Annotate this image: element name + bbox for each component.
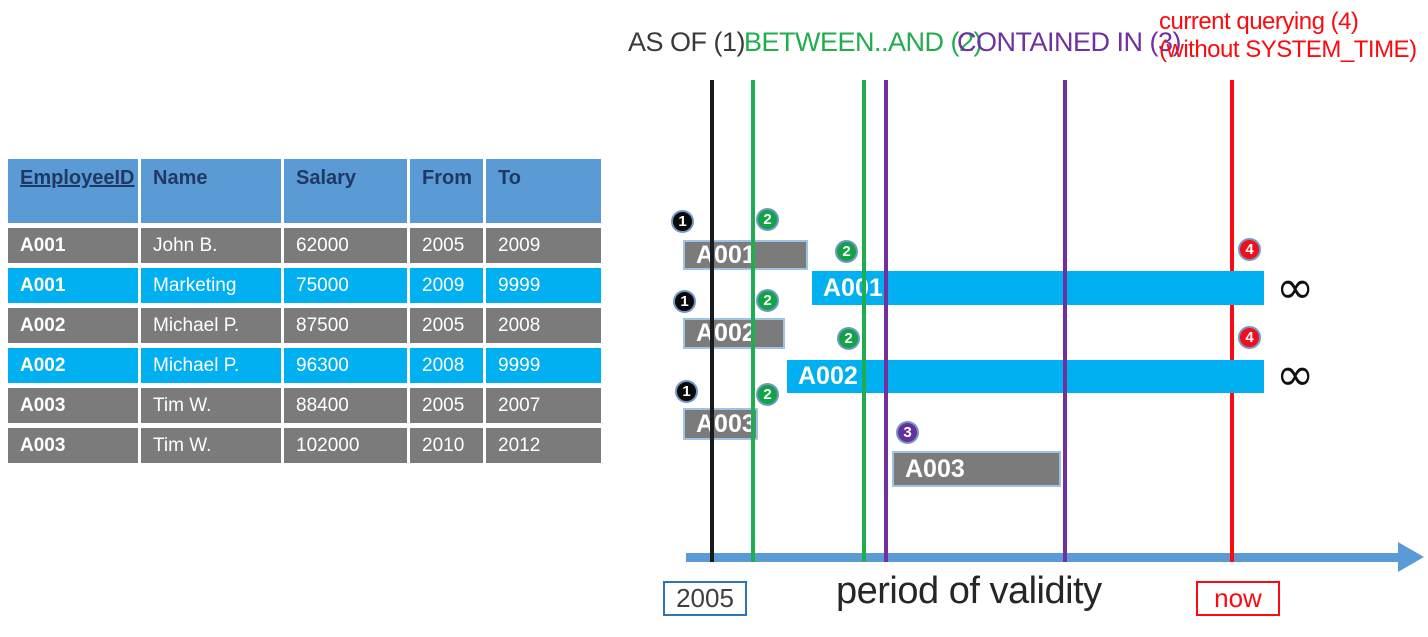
legend-current-querying-line1: current querying (4) — [1159, 8, 1359, 35]
badge-4-icon: 4 — [1238, 238, 1261, 261]
table-cell: 88400 — [284, 388, 407, 423]
badge-3-icon: 3 — [896, 421, 919, 444]
timeline-axis — [686, 553, 1400, 562]
contained-end-line — [1063, 80, 1067, 562]
legend-current-querying-line2: (without SYSTEM_TIME) — [1159, 36, 1417, 63]
bar-label: A002 — [798, 362, 858, 390]
axis-title: period of validity — [836, 570, 1102, 612]
table-cell: 2012 — [486, 428, 601, 463]
table-cell: 9999 — [486, 268, 601, 303]
table-cell: Michael P. — [141, 348, 281, 383]
table-cell: Tim W. — [141, 388, 281, 423]
validity-bar-a001-current: A001 — [812, 271, 1264, 305]
badge-2-icon: 2 — [835, 240, 858, 263]
bar-label: A001 — [823, 273, 883, 302]
table-cell: Michael P. — [141, 308, 281, 343]
table-cell: A003 — [8, 388, 138, 423]
badge-2-icon: 2 — [756, 208, 779, 231]
now-line — [1230, 80, 1234, 562]
column-header-to: To — [486, 159, 601, 223]
validity-bar-a001-old: A001 — [683, 240, 808, 270]
table-cell: 2010 — [410, 428, 483, 463]
table-cell: 2008 — [486, 308, 601, 343]
badge-2-icon: 2 — [756, 383, 779, 406]
bar-label: A003 — [696, 409, 756, 438]
column-header-salary: Salary — [284, 159, 407, 223]
table-cell: A002 — [8, 348, 138, 383]
between-end-line — [862, 80, 866, 562]
badge-2-icon: 2 — [756, 289, 779, 312]
table-cell: A002 — [8, 308, 138, 343]
table-cell: Marketing — [141, 268, 281, 303]
validity-bar-a002-current: A002 — [787, 360, 1264, 393]
table-cell: 2005 — [410, 228, 483, 263]
table-cell: 102000 — [284, 428, 407, 463]
table-cell: 2008 — [410, 348, 483, 383]
infinity-icon: ∞ — [1276, 260, 1315, 314]
table-cell: 2005 — [410, 308, 483, 343]
timeline-now-box: now — [1196, 581, 1280, 616]
legend-current-querying: current querying (4) (without SYSTEM_TIM… — [1159, 8, 1417, 64]
badge-2-icon: 2 — [837, 327, 860, 350]
table-cell: 2007 — [486, 388, 601, 423]
bar-label: A001 — [696, 240, 756, 269]
table-cell: 9999 — [486, 348, 601, 383]
table-cell: A003 — [8, 428, 138, 463]
table-cell: John B. — [141, 228, 281, 263]
table-cell: Tim W. — [141, 428, 281, 463]
timeline-start-label: 2005 — [676, 583, 734, 613]
table-cell: 96300 — [284, 348, 407, 383]
table-cell: 2009 — [410, 268, 483, 303]
timeline-now-label: now — [1214, 583, 1262, 613]
legend-contained-in: CONTAINED IN (3) — [957, 27, 1182, 57]
table-cell: 62000 — [284, 228, 407, 263]
table-cell: A001 — [8, 228, 138, 263]
column-header-employeeid: EmployeeID — [8, 159, 138, 223]
table-header-row: EmployeeID Name Salary From To — [8, 159, 601, 223]
column-header-name: Name — [141, 159, 281, 223]
table-cell: 2009 — [486, 228, 601, 263]
contained-start-line — [884, 80, 888, 562]
badge-1-icon: 1 — [673, 290, 696, 313]
legend-between-and: BETWEEN..AND (2) — [744, 27, 983, 57]
column-header-from: From — [410, 159, 483, 223]
as-of-line — [710, 80, 714, 562]
table-cell: 75000 — [284, 268, 407, 303]
validity-bar-a002-old: A002 — [683, 318, 785, 349]
between-start-line — [751, 80, 755, 562]
timeline-start-box: 2005 — [663, 581, 747, 616]
infinity-icon: ∞ — [1276, 347, 1315, 401]
table-cell: A001 — [8, 268, 138, 303]
table-cell: 2005 — [410, 388, 483, 423]
badge-1-icon: 1 — [671, 210, 694, 233]
bar-label: A003 — [905, 454, 965, 483]
bar-label: A002 — [696, 319, 756, 347]
legend-as-of: AS OF (1) — [628, 27, 746, 57]
validity-bar-a003-old: A003 — [683, 408, 758, 440]
badge-4-icon: 4 — [1238, 326, 1261, 349]
timeline-arrowhead-icon — [1398, 542, 1424, 572]
table-cell: 87500 — [284, 308, 407, 343]
validity-bar-a003-later: A003 — [892, 451, 1061, 487]
badge-1-icon: 1 — [675, 380, 698, 403]
